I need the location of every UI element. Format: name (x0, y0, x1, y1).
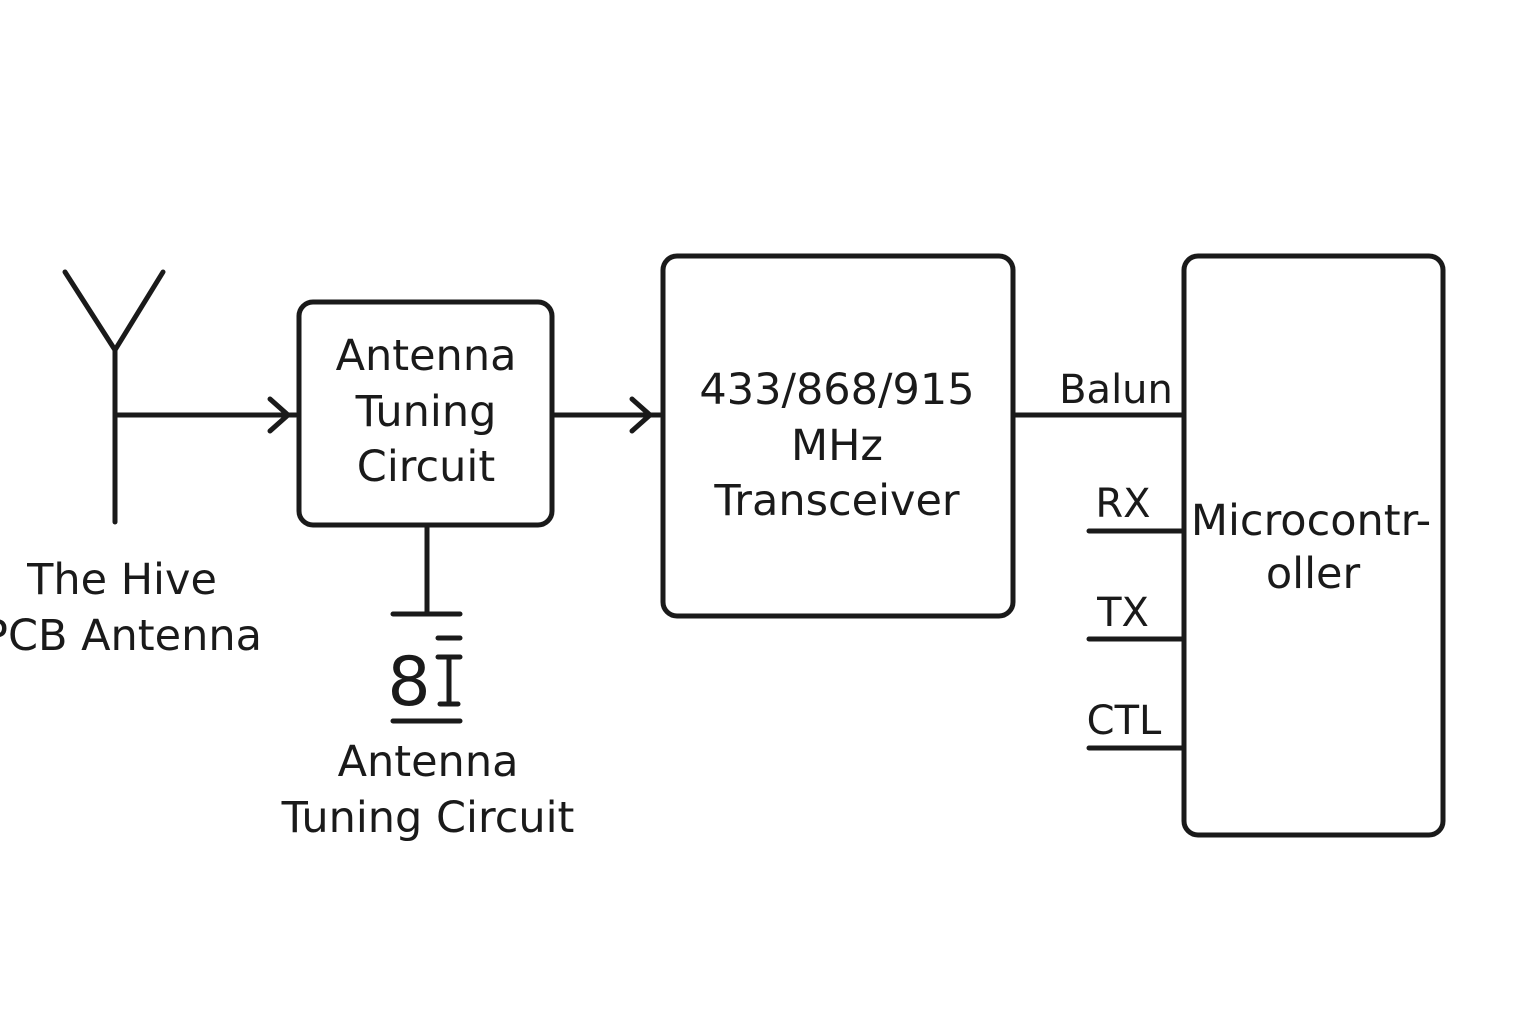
balun-label: Balun (1059, 367, 1173, 413)
antenna-fork (62, 269, 166, 353)
tuning-circuit-block: Antenna Tuning Circuit (296, 299, 555, 528)
transceiver-line2: MHz (791, 421, 883, 471)
transceiver-box (660, 253, 1016, 619)
arrow-head-2 (629, 396, 653, 434)
ctl-label: CTL (1087, 698, 1162, 744)
transceiver-line1: 433/868/915 (699, 365, 974, 415)
tuning-block-line3: Circuit (357, 442, 495, 492)
rx-label: RX (1095, 481, 1150, 527)
antenna-label-line2: PCB Antenna (0, 611, 262, 661)
wire-tuning-to-transceiver (549, 396, 663, 434)
inductor-coil-icon: 8 (387, 643, 430, 722)
microcontroller-line1: Microcontr- (1191, 496, 1431, 546)
antenna-symbol (62, 269, 166, 525)
microcontroller-line2: oller (1266, 549, 1361, 599)
tuning-component: 8 (387, 522, 463, 724)
wire-antenna-to-tuning (112, 396, 299, 434)
microcontroller-box (1181, 253, 1446, 838)
tuning-block-line1: Antenna (336, 331, 517, 381)
transceiver-line3: Transceiver (713, 476, 960, 526)
tuning-component-label-line1: Antenna (338, 737, 519, 787)
tuning-component-label-line2: Tuning Circuit (281, 793, 575, 843)
transceiver-block: 433/868/915 MHz Transceiver (660, 253, 1016, 619)
antenna-label-line1: The Hive (26, 555, 217, 605)
microcontroller-block: Microcontr- oller (1181, 253, 1446, 838)
arrow-head-1 (267, 396, 291, 434)
tx-label: TX (1096, 590, 1149, 636)
tuning-block-line2: Tuning (355, 387, 497, 437)
